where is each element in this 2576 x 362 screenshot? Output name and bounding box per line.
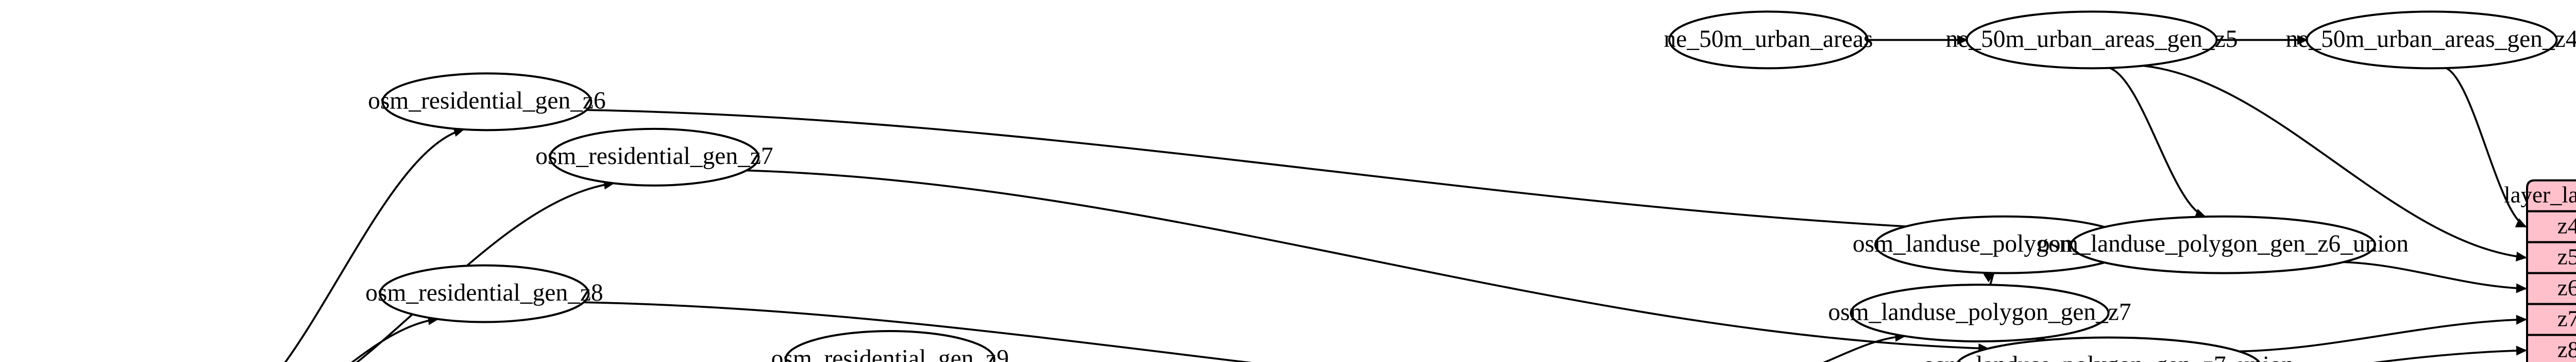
edge-osm_residential_gen_z7--to--osm_landuse_polygon_gen_z7_union <box>746 169 1988 350</box>
node-shape-osm_landuse_polygon_gen_z7_union[interactable] <box>1956 336 2261 362</box>
edge-osm_landuse_polygon_gen_z8--to--osm_landuse_polygon_gen_z7 <box>1823 335 1905 362</box>
edge-arrowhead <box>2516 283 2527 293</box>
node-shape-ne_50m_urban_areas[interactable] <box>1668 10 1869 70</box>
edge-ne_50m_urban_areas_gen_z4--to--layer_landuse-z4 <box>2445 67 2527 228</box>
edge-arrowhead <box>1957 35 1968 45</box>
edge-arrowhead <box>2516 315 2527 325</box>
edge-osm_landuse_polygon_gen_z6_union--to--layer_landuse-z6 <box>2343 261 2526 290</box>
node-ne_50m_urban_areas[interactable]: ne_50m_urban_areas <box>1664 10 1873 70</box>
node-shape-osm_residential_gen_z8[interactable] <box>379 264 590 323</box>
node-osm_landuse_polygon_gen_z7[interactable]: osm_landuse_polygon_gen_z7 <box>1828 284 2131 343</box>
layer-landuse-row-z7[interactable] <box>2526 303 2576 336</box>
node-shape-osm_landuse_polygon_gen_z7[interactable] <box>1850 284 2110 343</box>
layer-landuse-row-z5[interactable] <box>2526 241 2576 274</box>
edges-layer <box>284 35 2527 362</box>
node-shape-osm_residential_gen_z9[interactable] <box>785 330 995 362</box>
edge-ne_50m_urban_areas_gen_z5--to--layer_landuse-z5 <box>2143 64 2526 259</box>
edge-arrowhead <box>2516 345 2527 356</box>
layer-landuse-row-z6[interactable] <box>2526 272 2576 305</box>
layer-landuse-table: layer_landusez4z5z6z7z8z9z10z11z12z13z14… <box>2504 179 2576 362</box>
node-shape-ne_50m_urban_areas_gen_z4[interactable] <box>2306 10 2558 70</box>
edge-osm_residential_gen_z6--to--osm_landuse_polygon_gen_z6_union <box>586 109 2084 235</box>
layer-landuse-row-z4[interactable] <box>2526 210 2576 243</box>
node-shape-ne_50m_urban_areas_gen_z5[interactable] <box>1965 10 2218 70</box>
edge-arrowhead <box>2515 218 2527 227</box>
edge-arrowhead <box>2297 35 2308 45</box>
edge-osm_landuse_polygon--to--osm_residential_gen_z8 <box>351 318 438 362</box>
node-ne_50m_urban_areas_gen_z5[interactable]: ne_50m_urban_areas_gen_z5 <box>1946 10 2238 70</box>
edge-osm_landuse_polygon--to--osm_residential_gen_z6 <box>284 128 464 362</box>
node-osm_residential_gen_z8[interactable]: osm_residential_gen_z8 <box>365 264 603 323</box>
node-osm_residential_gen_z6[interactable]: osm_residential_gen_z6 <box>368 72 606 131</box>
node-osm_residential_gen_z9[interactable]: osm_residential_gen_z9 <box>771 330 1009 362</box>
edge-osm_landuse_polygon_gen_z7_union--to--layer_landuse-z7 <box>2239 318 2526 353</box>
layer-landuse-table-header <box>2526 179 2576 212</box>
nodes-layer: imposm3osm_landuse_polygonosm_residentia… <box>365 10 2576 362</box>
edge-ne_50m_urban_areas_gen_z5--to--osm_landuse_polygon_gen_z6_union <box>2109 67 2206 218</box>
node-ne_50m_urban_areas_gen_z4[interactable]: ne_50m_urban_areas_gen_z4 <box>2286 10 2576 70</box>
layer-landuse-row-z8[interactable] <box>2526 334 2576 362</box>
node-shape-osm_residential_gen_z7[interactable] <box>549 127 760 187</box>
node-osm_residential_gen_z7[interactable]: osm_residential_gen_z7 <box>535 127 773 187</box>
edge-arrowhead <box>2516 252 2527 262</box>
edge-osm_residential_gen_z8--to--osm_landuse_polygon_gen_z8_union <box>583 301 1252 362</box>
node-shape-osm_landuse_polygon_gen_z6_union[interactable] <box>2070 215 2376 274</box>
node-shape-osm_residential_gen_z6[interactable] <box>381 72 592 131</box>
edge-osm_landuse_polygon_gen_z8_union--to--layer_landuse-z8 <box>2372 349 2526 362</box>
